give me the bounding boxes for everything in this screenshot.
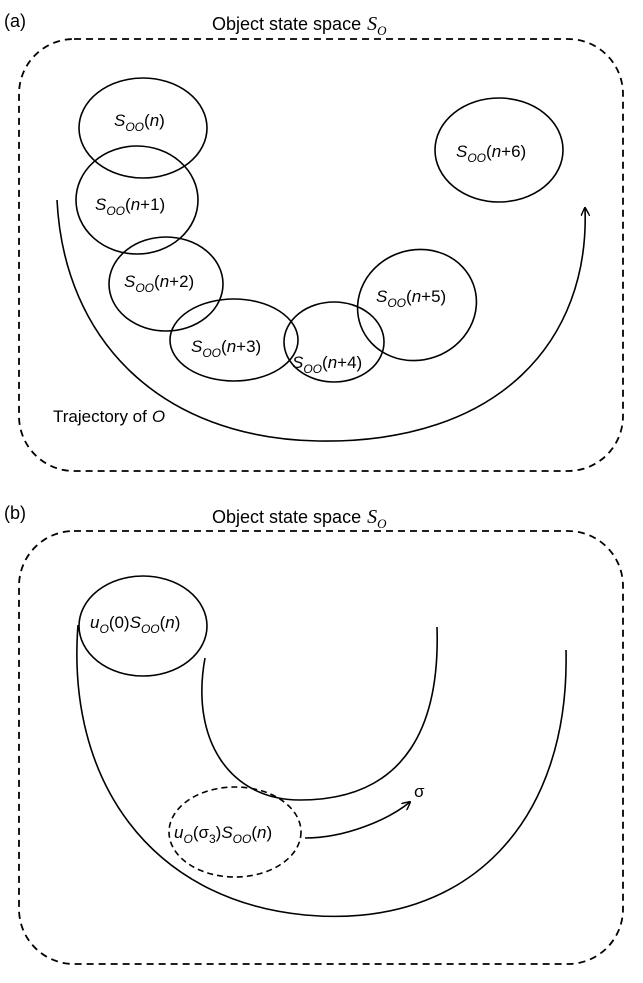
set-ellipse-n-plus-4 xyxy=(283,301,385,383)
trajectory-curve xyxy=(56,199,585,442)
panel-b-tag: (b) xyxy=(4,503,26,523)
set-ellipse-n xyxy=(78,77,208,179)
panel-a-tag: (a) xyxy=(4,11,26,31)
initial-set-label: uO(0)SOO(n) xyxy=(90,613,180,636)
set-label-n-plus-4: SOO(n+4) xyxy=(292,353,362,376)
sigma-label: σ xyxy=(414,782,425,801)
set-label-n-plus-1: SOO(n+1) xyxy=(95,195,165,218)
set-label-n-plus-3: SOO(n+3) xyxy=(191,337,261,360)
set-ellipse-n-plus-2 xyxy=(108,236,224,332)
set-ellipse-n-plus-5 xyxy=(356,248,478,362)
initial-set-ellipse xyxy=(78,575,208,677)
sweep-outer-curve xyxy=(76,624,567,918)
set-ellipse-n-plus-1 xyxy=(75,145,199,255)
shifted-set-ellipse xyxy=(168,786,302,878)
set-label-n: SOO(n) xyxy=(114,111,165,134)
state-space-boundary-b xyxy=(18,530,624,965)
state-space-boundary-a xyxy=(18,38,624,472)
set-label-n-plus-5: SOO(n+5) xyxy=(376,287,446,310)
flow-arrow xyxy=(304,802,410,839)
shifted-set-label: uO(σ3)SOO(n) xyxy=(174,823,272,846)
set-label-n-plus-2: SOO(n+2) xyxy=(124,272,194,295)
sweep-inner-curve xyxy=(201,626,438,801)
set-ellipse-n-plus-6 xyxy=(434,97,564,203)
set-ellipse-n-plus-3 xyxy=(169,298,299,382)
set-label-n-plus-6: SOO(n+6) xyxy=(456,142,526,165)
